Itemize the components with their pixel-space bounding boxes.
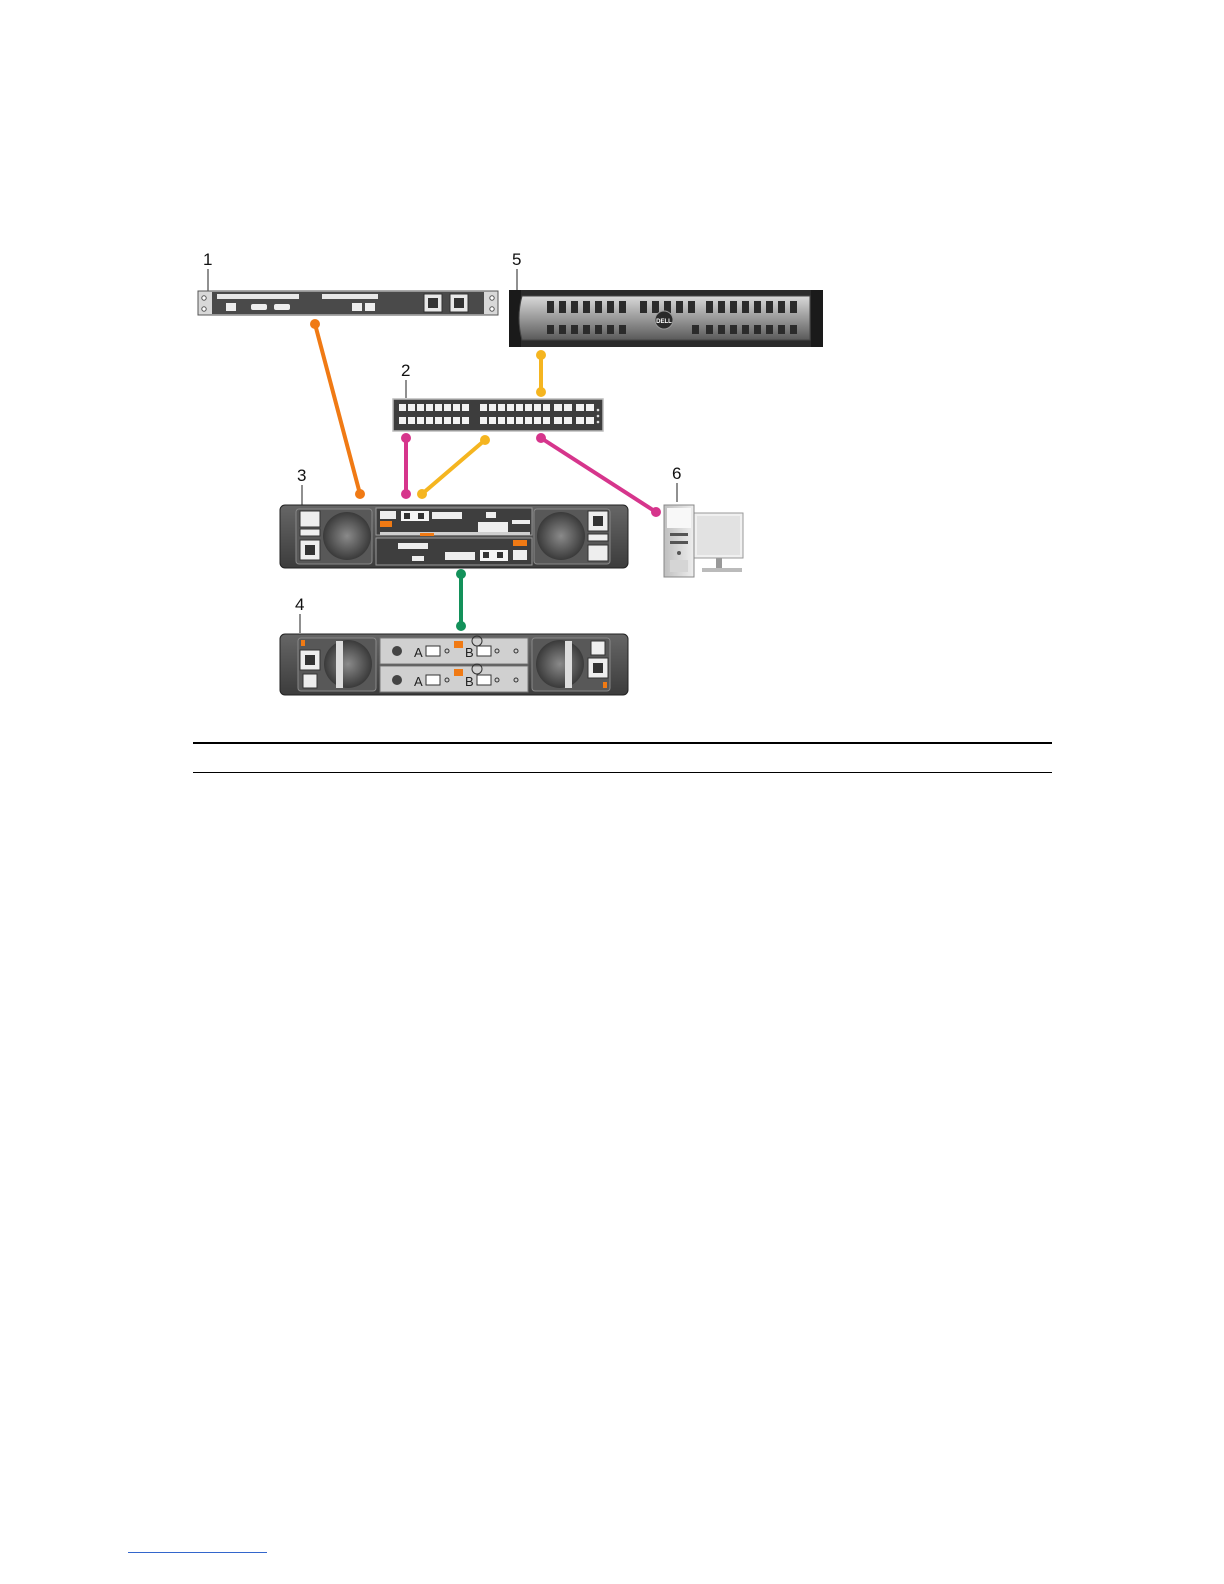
server-device: DELL bbox=[509, 290, 823, 347]
footer-link-underline[interactable] bbox=[128, 1552, 267, 1553]
callout-4: 4 bbox=[295, 595, 304, 614]
fan-icon bbox=[323, 512, 371, 560]
port-a-label: A bbox=[414, 674, 423, 689]
dell-logo-text: DELL bbox=[656, 319, 672, 325]
ethernet-port-icon bbox=[483, 552, 489, 558]
callout-3: 3 bbox=[297, 466, 306, 485]
ethernet-port-icon bbox=[418, 513, 424, 519]
power-socket-icon bbox=[305, 545, 315, 555]
callout-6: 6 bbox=[672, 464, 681, 483]
management-panel-device bbox=[198, 291, 498, 315]
power-socket-icon bbox=[428, 298, 438, 308]
callout-2: 2 bbox=[401, 361, 410, 380]
power-socket-icon bbox=[593, 663, 603, 673]
magenta-cable bbox=[541, 438, 656, 512]
cables bbox=[310, 319, 661, 631]
ethernet-port-icon bbox=[497, 552, 503, 558]
yellow-cable bbox=[422, 440, 485, 494]
ethernet-port-icon bbox=[365, 303, 375, 311]
callout-5: 5 bbox=[512, 250, 521, 269]
serial-port-icon bbox=[274, 304, 290, 310]
port-a-label: A bbox=[414, 645, 423, 660]
serial-port-icon bbox=[251, 304, 267, 310]
table-bottom-rule bbox=[193, 772, 1052, 773]
power-socket-icon bbox=[454, 298, 464, 308]
ethernet-port-icon bbox=[404, 513, 410, 519]
orange-cable bbox=[315, 324, 360, 494]
network-switch-device bbox=[393, 399, 603, 431]
callout-1: 1 bbox=[203, 250, 212, 269]
port-b-label: B bbox=[465, 674, 474, 689]
fan-icon bbox=[324, 640, 372, 688]
ethernet-port-icon bbox=[226, 303, 236, 311]
expansion-enclosure-device: A B A B bbox=[280, 634, 628, 695]
fan-icon bbox=[536, 640, 584, 688]
fan-icon bbox=[537, 512, 585, 560]
power-socket-icon bbox=[593, 516, 603, 526]
port-b-label: B bbox=[465, 645, 474, 660]
storage-controller-device bbox=[280, 505, 628, 568]
table-top-rule bbox=[193, 742, 1052, 744]
ethernet-port-icon bbox=[352, 303, 362, 311]
power-socket-icon bbox=[305, 655, 315, 665]
workstation-device bbox=[664, 505, 743, 577]
